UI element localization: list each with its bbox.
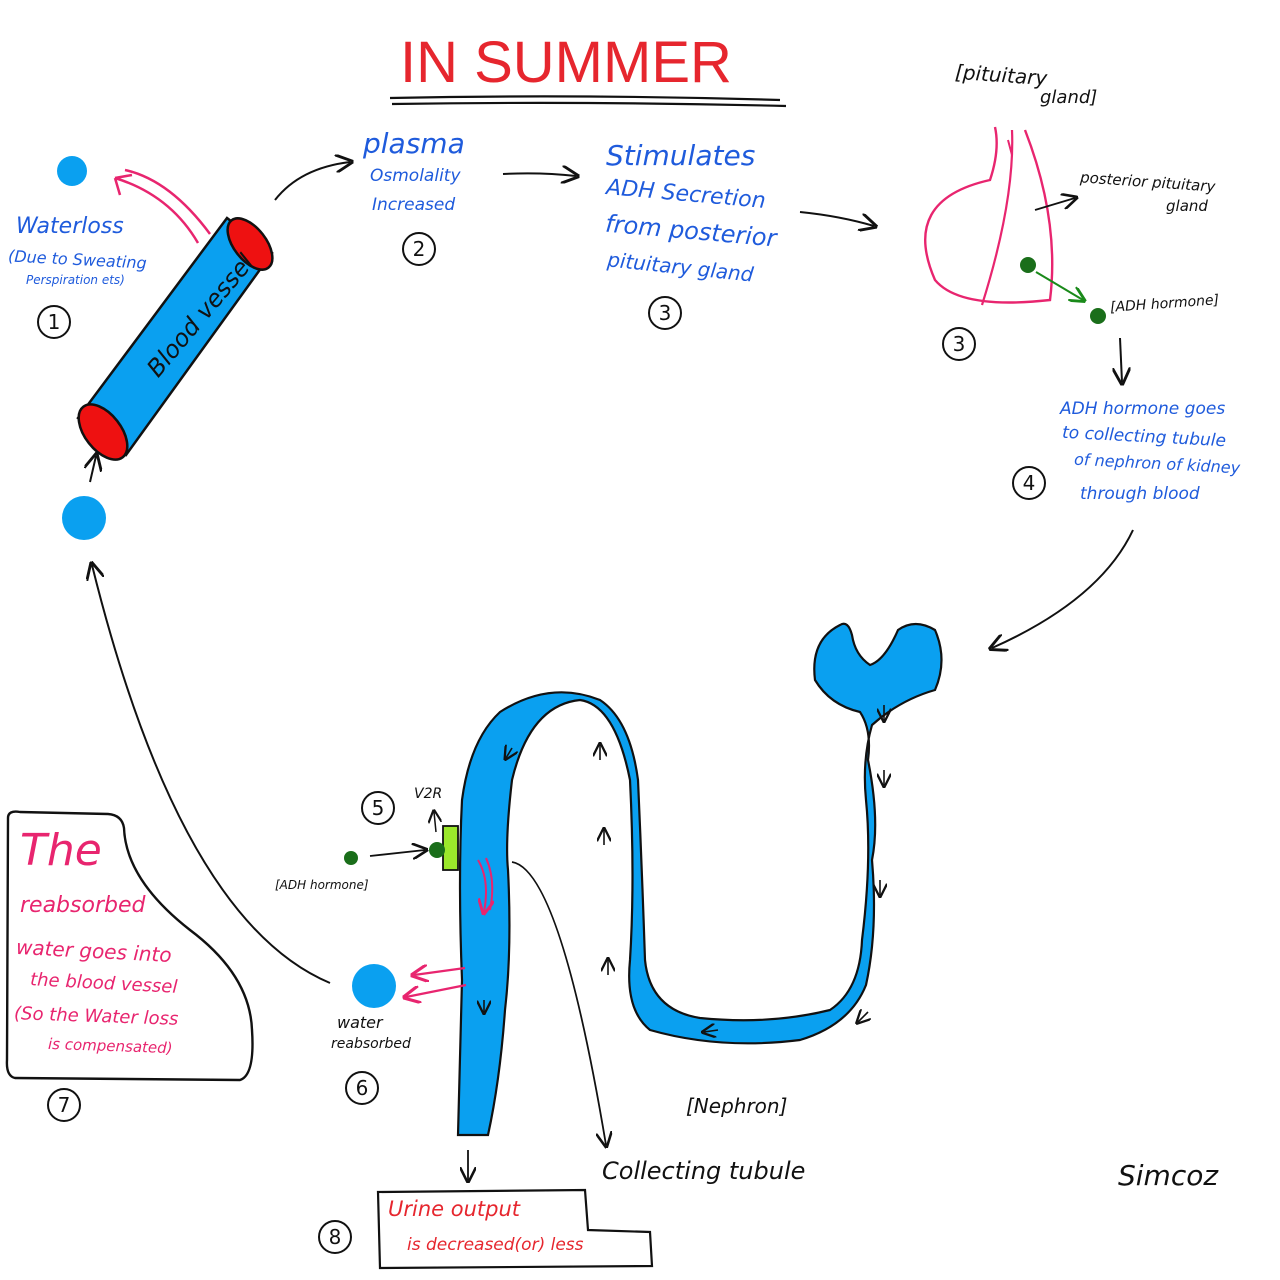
- evaporation-arrow-2: [124, 168, 212, 235]
- title-underline: [389, 95, 787, 108]
- arrow-drop-to-vessel: [90, 456, 96, 483]
- step4-line1: ADH hormone goes: [1060, 399, 1226, 419]
- adh-hormone-label-kidney: [ADH hormone]: [275, 878, 369, 892]
- collecting-tubule-label: Collecting tubule: [602, 1157, 806, 1185]
- evaporation-arrow: [113, 173, 200, 244]
- arrow-return-to-blood: [92, 565, 331, 984]
- reabsorption-pink-arrow: [478, 859, 486, 912]
- arrow-to-nephron: [992, 529, 1134, 648]
- adh-dot-pituitary: [1020, 257, 1036, 273]
- adh-dot-bound: [429, 842, 445, 858]
- v2-receptor-label: V2R: [414, 786, 443, 802]
- pink-arrow-out-1: [414, 968, 466, 975]
- step1-label: Waterloss: [16, 214, 124, 239]
- water-drop-returned: [62, 496, 106, 540]
- step2-line2: Osmolality: [370, 166, 461, 186]
- step3-pituitary-number: 3: [942, 327, 976, 361]
- step1-detail-2: Perspiration ets): [26, 273, 125, 287]
- pituitary-label-2: gland]: [1040, 87, 1098, 108]
- arrow-adh-to-receptor: [369, 850, 425, 856]
- step8-line1: Urine output: [388, 1197, 521, 1221]
- step4-line4: through blood: [1080, 484, 1200, 504]
- step2-number: 2: [402, 232, 436, 266]
- water-drop-top: [57, 156, 87, 186]
- step7-number: 7: [47, 1088, 81, 1122]
- step6-line1: water: [337, 1013, 383, 1032]
- step2-line3: Increased: [372, 195, 456, 215]
- arrow-plasma-to-adh: [502, 173, 576, 176]
- v2-receptor: [442, 825, 459, 871]
- posterior-pituitary-label-2: gland: [1166, 197, 1208, 215]
- arrow-adh-to-pituitary: [799, 211, 874, 226]
- step1-number: 1: [37, 305, 71, 339]
- step7-box: [5, 810, 254, 1082]
- step3-text-number: 3: [648, 296, 682, 330]
- nephron-label: [Nephron]: [686, 1094, 788, 1118]
- receptor-label-arrow: [434, 812, 436, 833]
- page-title: IN SUMMER: [400, 30, 732, 95]
- pituitary-gland: [924, 126, 1054, 306]
- collecting-tubule-pointer: [511, 861, 606, 1145]
- step8-number: 8: [318, 1220, 352, 1254]
- reabsorption-pink-arrow-2: [485, 857, 494, 911]
- pink-arrow-out-2: [406, 983, 467, 997]
- step5-number: 5: [361, 791, 395, 825]
- water-drop-reabsorbed: [352, 964, 396, 1008]
- arrow-posterior-label: [1034, 198, 1075, 211]
- step4-number: 4: [1012, 466, 1046, 500]
- signature: Simcoz: [1118, 1159, 1219, 1192]
- step6-line2: reabsorbed: [331, 1036, 411, 1052]
- arrow-adh-down: [1120, 337, 1122, 382]
- step3-line1: Stimulates: [606, 139, 756, 172]
- blood-vessel: [76, 216, 274, 461]
- adh-dot-released: [1090, 308, 1106, 324]
- step6-number: 6: [345, 1071, 379, 1105]
- step7-line1: The: [20, 825, 102, 876]
- step2-line1: plasma: [363, 127, 465, 160]
- nephron: [456, 622, 943, 1137]
- step7-line2: reabsorbed: [20, 893, 146, 918]
- step8-line2: is decreased(or) less: [407, 1235, 584, 1255]
- arrow-adh-release: [1035, 271, 1083, 300]
- step8-box: [376, 1188, 654, 1270]
- arrow-vessel-to-plasma: [274, 162, 350, 201]
- adh-dot-incoming: [344, 851, 358, 865]
- nephron-flow-arrows: [484, 705, 884, 1032]
